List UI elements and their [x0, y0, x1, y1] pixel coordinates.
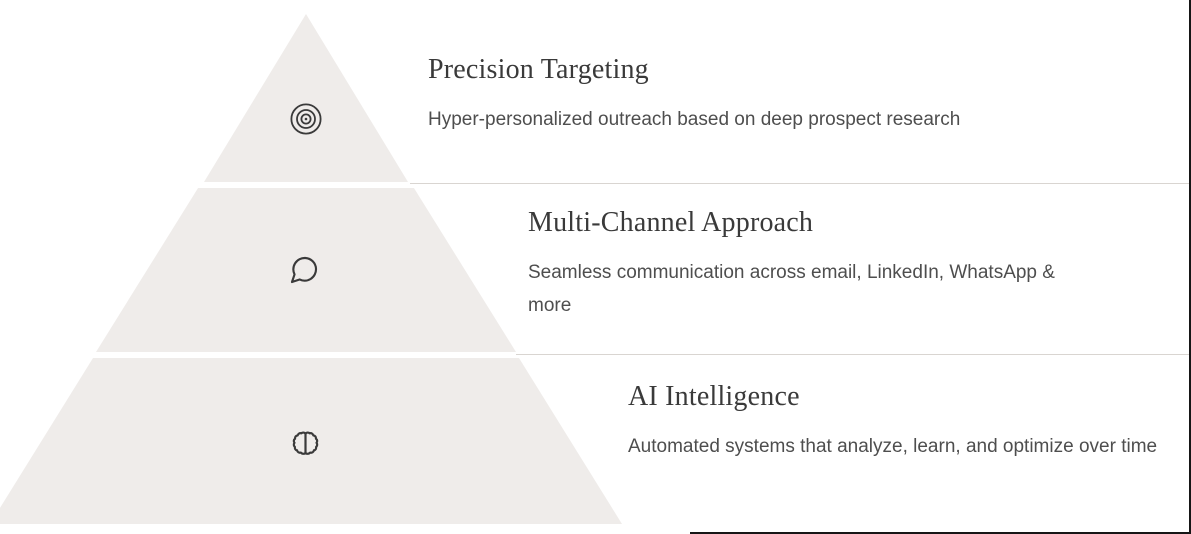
speech-bubble-icon	[288, 254, 320, 286]
tier-title: Multi-Channel Approach	[528, 207, 814, 238]
tier-divider-2	[516, 354, 1191, 355]
tier-description: Hyper-personalized outreach based on dee…	[428, 109, 961, 130]
tier-content-multi-channel-approach: Multi-Channel Approach Seamless communic…	[528, 204, 1103, 322]
viewport-border-right	[1189, 0, 1191, 534]
tier-title: AI Intelligence	[628, 381, 800, 412]
pyramid-tier-3-shape	[0, 358, 622, 524]
tier-title: Precision Targeting	[428, 54, 649, 85]
target-icon	[289, 102, 323, 136]
brain-icon	[289, 427, 322, 460]
tier-description: Seamless communication across email, Lin…	[528, 262, 1055, 316]
tier-divider-1	[410, 183, 1191, 184]
pyramid-tier-1-shape	[204, 14, 408, 182]
tier-description: Automated systems that analyze, learn, a…	[628, 436, 1158, 457]
tier-content-precision-targeting: Precision Targeting Hyper-personalized o…	[428, 51, 960, 136]
viewport-border-bottom	[690, 532, 1191, 534]
tier-content-ai-intelligence: AI Intelligence Automated systems that a…	[628, 378, 1157, 463]
